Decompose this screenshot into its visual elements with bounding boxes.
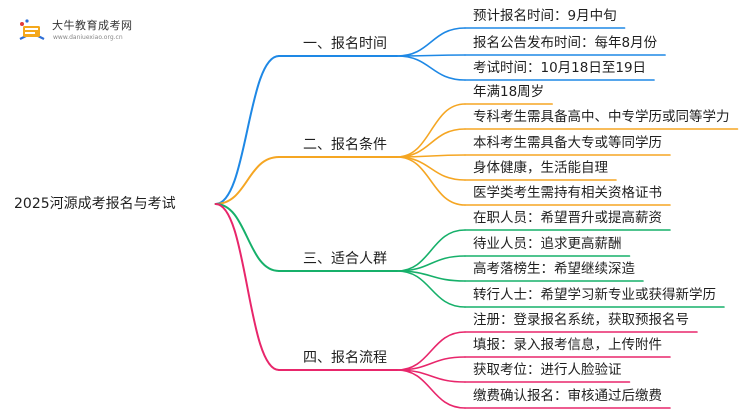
leaf-registration-conditions-3: 本科考生需具备大专或等同学历	[473, 135, 662, 151]
leaf-target-groups-1: 在职人员：希望晋升或提高薪资	[473, 210, 662, 226]
root-topic: 2025河源成考报名与考试	[14, 196, 176, 212]
leaf-registration-conditions-1: 年满18周岁	[473, 84, 545, 100]
root-connector	[214, 55, 280, 205]
leaf-connector	[396, 156, 466, 206]
root-connector	[214, 203, 280, 272]
leaf-registration-process-4: 缴费确认报名：审核通过后缴费	[473, 388, 662, 404]
leaf-target-groups-2: 待业人员：追求更高薪酬	[473, 236, 622, 252]
leaf-connector	[396, 103, 466, 158]
leaf-registration-time-2: 报名公告发布时间：每年8月份	[473, 35, 658, 51]
leaf-registration-process-3: 获取考位：进行人脸验证	[473, 362, 622, 378]
logo-url: www.daniuexiao.org.cn	[53, 34, 123, 41]
book-logo-icon	[19, 19, 45, 40]
leaf-connector	[396, 55, 466, 81]
leaf-connector	[396, 229, 466, 272]
root-connector	[214, 203, 280, 371]
leaf-registration-conditions-2: 专科考生需具备高中、中专学历或同等学力	[473, 109, 730, 125]
leaf-connector	[396, 156, 466, 181]
leaf-registration-conditions-4: 身体健康，生活能自理	[473, 160, 608, 176]
leaf-registration-time-3: 考试时间：10月18日至19日	[473, 60, 647, 76]
leaf-connector	[396, 270, 466, 308]
leaf-registration-process-2: 填报：录入报考信息，上传附件	[473, 337, 662, 353]
branch-registration-conditions: 二、报名条件	[303, 137, 387, 153]
leaf-connector	[396, 331, 466, 371]
leaf-target-groups-4: 转行人士：希望学习新专业或获得新学历	[473, 287, 716, 303]
leaf-connector	[396, 27, 466, 57]
branch-registration-time: 一、报名时间	[303, 36, 387, 52]
leaf-registration-process-1: 注册：登录报名系统，获取预报名号	[473, 312, 689, 328]
root-connector	[214, 156, 280, 205]
leaf-target-groups-3: 高考落榜生：希望继续深造	[473, 261, 635, 277]
leaf-connector	[396, 128, 466, 158]
leaf-registration-time-1: 预计报名时间：9月中旬	[473, 8, 617, 24]
leaf-registration-conditions-5: 医学类考生需持有相关资格证书	[473, 185, 662, 201]
branch-target-groups: 三、适合人群	[303, 251, 387, 267]
logo-title: 大牛教育成考网	[52, 19, 133, 32]
branch-registration-process: 四、报名流程	[303, 350, 387, 366]
site-logo: 大牛教育成考网 www.daniuexiao.org.cn	[16, 15, 141, 49]
leaf-connector	[396, 369, 466, 409]
